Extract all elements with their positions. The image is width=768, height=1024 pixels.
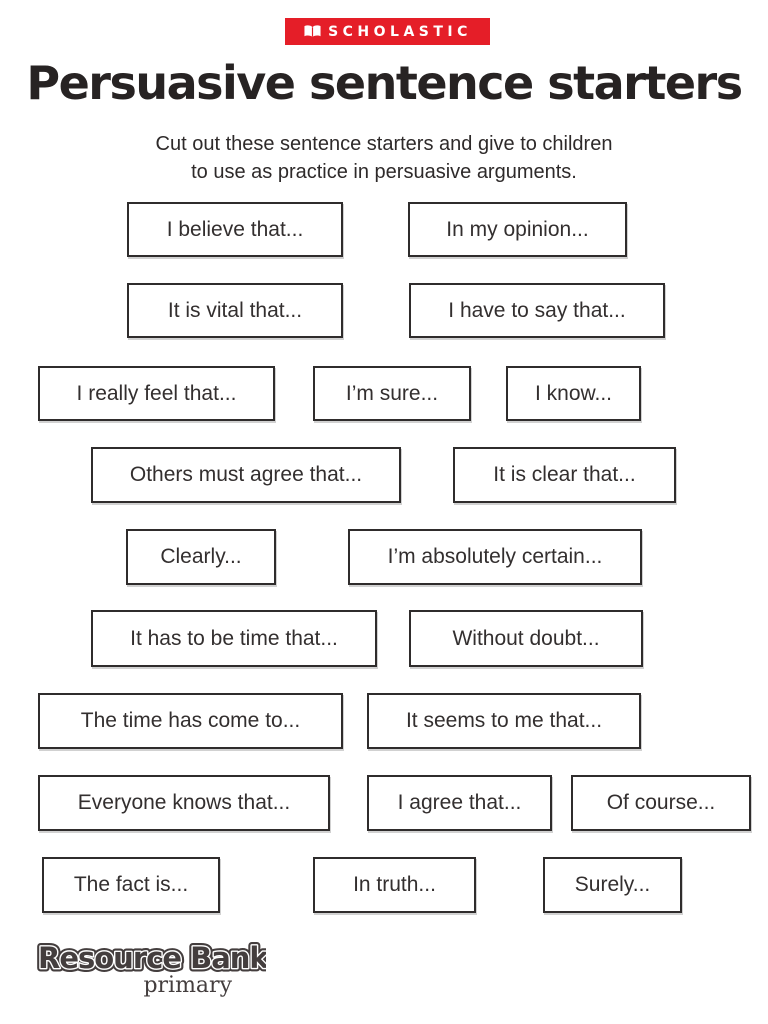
scholastic-logo-text: SCHOLASTIC <box>328 24 472 40</box>
page-title: Persuasive sentence starters <box>26 56 743 110</box>
sentence-card: I believe that... <box>127 202 343 257</box>
sentence-card: In my opinion... <box>408 202 627 257</box>
sentence-card: Clearly... <box>126 529 276 585</box>
resource-bank-logo: Resource Bank Resource Bank primary <box>36 938 266 998</box>
sentence-card: Without doubt... <box>409 610 643 667</box>
scholastic-logo-banner: SCHOLASTIC <box>285 18 490 45</box>
sentence-card: Everyone knows that... <box>38 775 330 831</box>
sentence-card: It seems to me that... <box>367 693 641 749</box>
sentence-card: I have to say that... <box>409 283 665 338</box>
sentence-card: It is vital that... <box>127 283 343 338</box>
subtitle-line-1: Cut out these sentence starters and give… <box>155 133 613 155</box>
sentence-card: It is clear that... <box>453 447 676 503</box>
open-book-icon <box>304 25 321 37</box>
sentence-card: The fact is... <box>42 857 220 913</box>
sentence-card: I really feel that... <box>38 366 275 421</box>
sentence-card: I’m sure... <box>313 366 471 421</box>
sentence-card: Others must agree that... <box>91 447 401 503</box>
subtitle-line-2: to use as practice in persuasive argumen… <box>191 161 577 183</box>
sentence-card: Of course... <box>571 775 751 831</box>
sentence-card: Surely... <box>543 857 682 913</box>
resource-bank-primary-text: primary <box>143 973 232 998</box>
resource-bank-logo-outline: Resource Bank <box>38 941 266 975</box>
sentence-card: It has to be time that... <box>91 610 377 667</box>
sentence-card: I agree that... <box>367 775 552 831</box>
sentence-card: I know... <box>506 366 641 421</box>
sentence-card: In truth... <box>313 857 476 913</box>
resource-bank-logo-text: Resource Bank <box>38 941 266 975</box>
sentence-card: The time has come to... <box>38 693 343 749</box>
page-subtitle: Cut out these sentence starters and give… <box>0 130 768 186</box>
sentence-card: I’m absolutely certain... <box>348 529 642 585</box>
